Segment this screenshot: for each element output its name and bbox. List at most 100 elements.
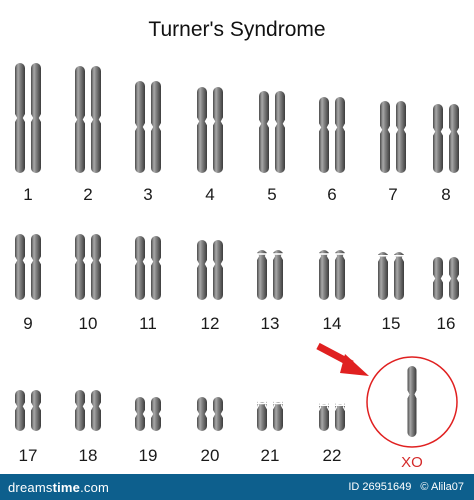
chromosome-pair-11: 11: [135, 236, 161, 333]
chromosome-pair-2: 2: [75, 66, 101, 204]
chromosome-pair-9: 9: [15, 234, 41, 333]
image-id: ID 26951649: [348, 481, 412, 493]
chromosome: [449, 257, 459, 300]
chromosome: [335, 250, 345, 300]
chromosome-pair-1: 1: [15, 63, 41, 204]
chromosome: [259, 91, 269, 173]
pair-number-label: 3: [143, 185, 152, 204]
chromosome: [75, 390, 85, 431]
chromosome-pair-16: 16: [433, 257, 459, 333]
pair-number-label: 14: [323, 314, 342, 333]
chromosome-pair-6: 6: [319, 97, 345, 204]
pair-number-label: 18: [79, 446, 98, 465]
chromosome: [151, 236, 161, 300]
chromosome: [31, 63, 41, 173]
chromosome: [407, 366, 417, 437]
chromosome: [75, 234, 85, 300]
x-chromosome: [407, 366, 417, 437]
chromosome-pair-12: 12: [197, 240, 223, 333]
chromosome: [396, 101, 406, 173]
image-credit: ID 26951649 © Alila07: [342, 481, 464, 493]
chromosome: [197, 87, 207, 173]
stock-footer-bar: dreamstime.com ID 26951649 © Alila07: [0, 474, 474, 500]
chromosome: [213, 240, 223, 300]
chromosome: [380, 101, 390, 173]
chromosome-pair-21: 21: [257, 401, 283, 465]
pair-number-label: 8: [441, 185, 450, 204]
chromosome: [213, 87, 223, 173]
chromosome-pair-5: 5: [259, 91, 285, 204]
chromosome: [15, 63, 25, 173]
chromosome-pair-13: 13: [257, 250, 283, 333]
pair-number-label: 16: [437, 314, 456, 333]
pair-number-label: 22: [323, 446, 342, 465]
chromosome: [319, 250, 329, 300]
chromosome: [91, 390, 101, 431]
author-credit: © Alila07: [420, 481, 464, 493]
pair-number-label: 17: [19, 446, 38, 465]
pair-number-label: 5: [267, 185, 276, 204]
pair-number-label: 21: [261, 446, 280, 465]
chromosome: [378, 252, 388, 300]
highlight-circle: [366, 356, 458, 448]
pair-number-label: 4: [205, 185, 214, 204]
chromosome-pair-3: 3: [135, 81, 161, 204]
chromosome: [15, 234, 25, 300]
pair-number-label: 7: [388, 185, 397, 204]
chromosome: [433, 257, 443, 300]
pair-number-label: 15: [382, 314, 401, 333]
chromosome-pair-22: 22: [319, 403, 345, 465]
chromosome: [31, 234, 41, 300]
pair-number-label: 10: [79, 314, 98, 333]
chromosome: [197, 240, 207, 300]
chromosome-pair-8: 8: [433, 104, 459, 204]
chromosome: [319, 403, 329, 431]
xo-label: XO: [401, 454, 423, 471]
chromosome: [15, 390, 25, 431]
chromosome: [319, 97, 329, 173]
chromosome: [335, 97, 345, 173]
chromosome-pair-15: 15: [378, 252, 404, 333]
chromosome-pair-7: 7: [380, 101, 406, 204]
chromosome: [135, 397, 145, 431]
chromosome: [335, 403, 345, 431]
chromosome: [213, 397, 223, 431]
chromosome-pair-14: 14: [319, 250, 345, 333]
arrow-icon: [316, 342, 369, 376]
pair-number-label: 12: [201, 314, 220, 333]
chromosome: [273, 401, 283, 431]
chromosome-pair-18: 18: [75, 390, 101, 465]
pair-number-label: 2: [83, 185, 92, 204]
pair-number-label: 19: [139, 446, 158, 465]
chromosome: [91, 234, 101, 300]
chromosome: [151, 397, 161, 431]
pair-number-label: 6: [327, 185, 336, 204]
chromosome: [273, 250, 283, 300]
pair-number-label: 1: [23, 185, 32, 204]
chromosome-pair-19: 19: [135, 397, 161, 465]
pair-number-label: 13: [261, 314, 280, 333]
chromosome: [135, 236, 145, 300]
chromosome-pair-17: 17: [15, 390, 41, 465]
chromosome: [31, 390, 41, 431]
watermark-brand: dreamstime.com: [8, 480, 110, 495]
pair-number-label: 11: [139, 314, 157, 333]
chromosome: [75, 66, 85, 173]
diagram-title: Turner's Syndrome: [148, 18, 326, 41]
chromosome: [197, 397, 207, 431]
pair-number-label: 20: [201, 446, 220, 465]
chromosome-pair-10: 10: [75, 234, 101, 333]
chromosome: [433, 104, 443, 173]
chromosome: [257, 250, 267, 300]
chromosome: [91, 66, 101, 173]
chromosome: [394, 252, 404, 300]
pair-number-label: 9: [23, 314, 32, 333]
chromosome-pair-4: 4: [197, 87, 223, 204]
chromosome-pair-20: 20: [197, 397, 223, 465]
chromosome: [151, 81, 161, 173]
chromosome: [257, 401, 267, 431]
chromosome: [135, 81, 145, 173]
chromosome: [449, 104, 459, 173]
chromosome: [275, 91, 285, 173]
